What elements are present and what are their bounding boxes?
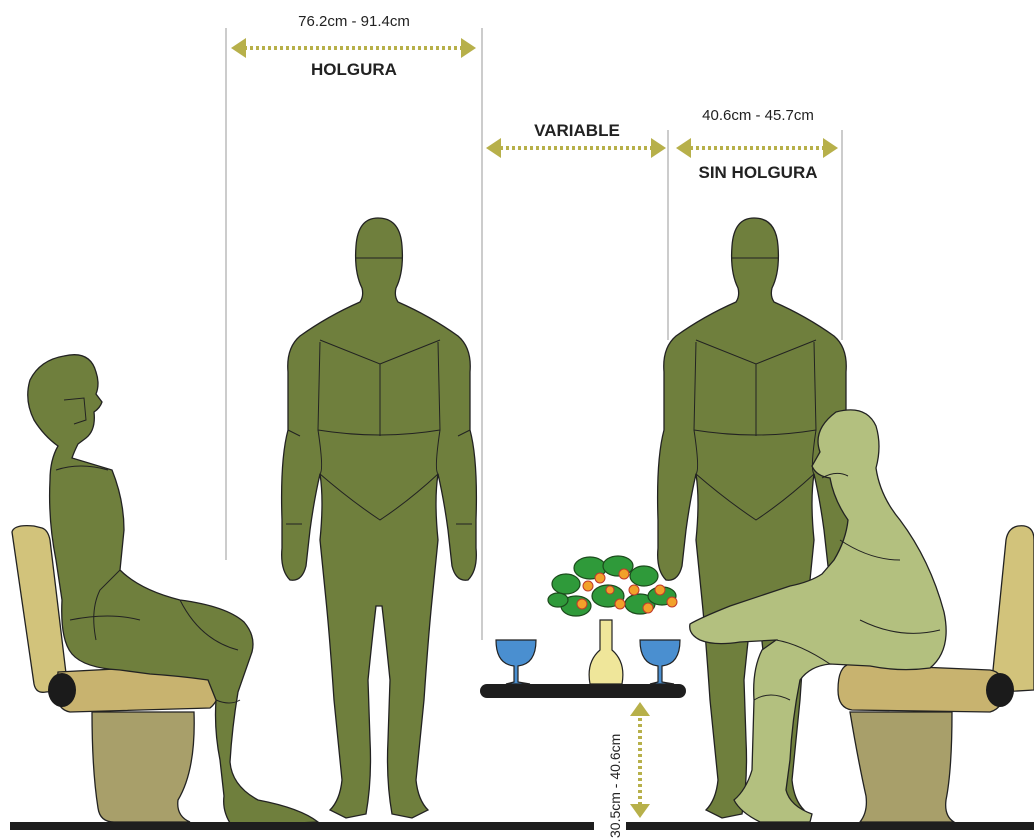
- table-height-dimension: 30.5cm - 40.6cm: [607, 702, 650, 838]
- holgura-dimension: 76.2cm - 91.4cm HOLGURA: [231, 13, 476, 79]
- sin-holgura-range-label: 40.6cm - 45.7cm: [702, 107, 814, 124]
- arrow-right-icon: [461, 38, 476, 58]
- arrow-left-icon: [486, 138, 501, 158]
- table-height-label: 30.5cm - 40.6cm: [607, 734, 623, 838]
- sin-holgura-dimension: 40.6cm - 45.7cm SIN HOLGURA: [676, 107, 838, 182]
- wine-glass-icon: [496, 640, 536, 684]
- variable-label: VARIABLE: [534, 121, 620, 140]
- standing-person-icon: [282, 218, 477, 818]
- arrow-left-icon: [676, 138, 691, 158]
- arrow-down-icon: [630, 804, 650, 818]
- arrow-right-icon: [651, 138, 666, 158]
- variable-dimension: VARIABLE: [486, 121, 666, 158]
- arrow-up-icon: [630, 702, 650, 716]
- table-icon: [480, 684, 686, 698]
- wine-glass-icon: [640, 640, 680, 684]
- arrow-left-icon: [231, 38, 246, 58]
- sin-holgura-label: SIN HOLGURA: [699, 163, 818, 182]
- arrow-right-icon: [823, 138, 838, 158]
- holgura-range-label: 76.2cm - 91.4cm: [298, 13, 410, 30]
- floor: [10, 822, 1034, 830]
- holgura-label: HOLGURA: [311, 60, 397, 79]
